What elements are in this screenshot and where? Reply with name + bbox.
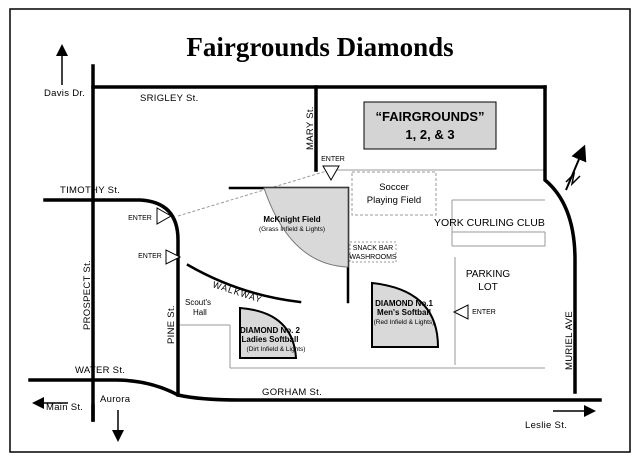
diamond-1-detail: (Red Infield & Lights) (374, 319, 435, 326)
label-davis: Davis Dr. (44, 88, 85, 99)
label-aurora: Aurora (100, 394, 131, 405)
scouts-line1: Scout's (185, 298, 211, 307)
minor-paths (177, 169, 546, 369)
mcknight-field: McKnight Field (Grass Infield & Lights) (259, 187, 349, 268)
label-main: Main St. (46, 402, 83, 413)
walkway-label: WALKWAY (211, 279, 263, 304)
soccer-line1: Soccer (379, 182, 409, 193)
label-mary: MARY St. (305, 106, 316, 150)
diamond-2: DIAMOND No. 2 Ladies Softball (Dirt Infi… (239, 306, 306, 359)
label-pine: PINE St. (166, 305, 177, 344)
diamond-1: DIAMOND No.1 Men's Softball (Red Infield… (371, 281, 440, 348)
snack-bar: SNACK BAR WASHROOMS (349, 241, 397, 263)
parking-line1: PARKING (466, 269, 510, 280)
label-srigley: SRIGLEY St. (140, 93, 199, 104)
mcknight-detail: (Grass Infield & Lights) (259, 226, 325, 233)
snack-label2: WASHROOMS (349, 254, 397, 261)
enter-timothy: ENTER (128, 215, 152, 222)
banner-line1: “FAIRGROUNDS” (375, 109, 484, 124)
diamond-2-detail: (Dirt Infield & Lights) (247, 346, 306, 353)
diamond-2-name1: DIAMOND No. 2 (240, 326, 301, 335)
label-muriel: MURIEL AVE (564, 311, 575, 370)
label-water: WATER St. (75, 365, 125, 376)
soccer-line2: Playing Field (367, 195, 421, 206)
label-prospect: PROSPECT St. (82, 260, 93, 330)
banner-line2: 1, 2, & 3 (405, 127, 454, 142)
direction-arrow-icon (32, 44, 596, 442)
map-title: Fairgrounds Diamonds (186, 32, 453, 62)
diamond-1-name2: Men's Softball (377, 308, 431, 317)
enter-parking: ENTER (472, 309, 496, 316)
parking-line2: LOT (478, 282, 497, 293)
label-gorham: GORHAM St. (262, 387, 322, 398)
scouts-line2: Hall (193, 308, 207, 317)
label-leslie: Leslie St. (525, 420, 567, 431)
diamond-2-name2: Ladies Softball (242, 335, 299, 344)
curling-club: YORK CURLING CLUB (434, 217, 545, 229)
label-timothy: TIMOTHY St. (60, 185, 120, 196)
enter-walkway: ENTER (138, 253, 162, 260)
fairgrounds-banner: “FAIRGROUNDS” 1, 2, & 3 (363, 101, 497, 150)
map-frame (9, 8, 631, 453)
enter-triangle-icon (156, 165, 469, 320)
enter-mary: ENTER (321, 156, 345, 163)
north-arrow-icon (565, 144, 587, 191)
diamond-1-name1: DIAMOND No.1 (375, 299, 433, 308)
mcknight-name: McKnight Field (263, 215, 320, 224)
snack-label1: SNACK BAR (353, 245, 393, 252)
